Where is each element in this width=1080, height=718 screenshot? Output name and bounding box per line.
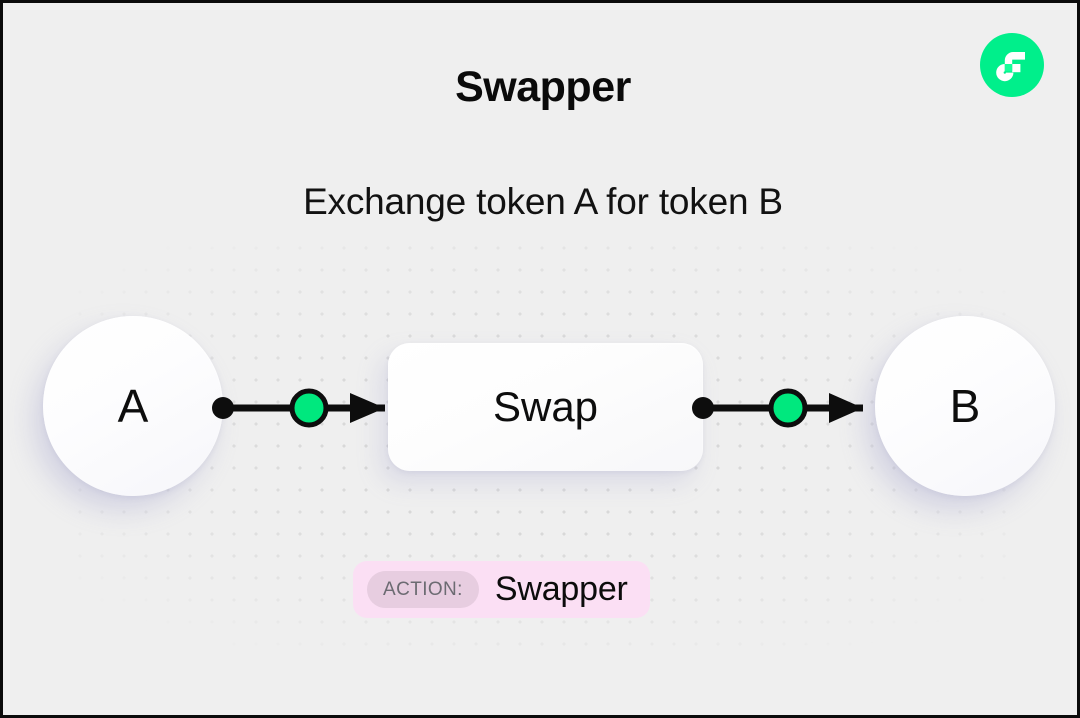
edge-a-arrowhead xyxy=(350,393,385,423)
swap-node-label: Swap xyxy=(492,383,599,430)
edge-b-source-port[interactable] xyxy=(692,397,714,419)
edge-swap-to-b[interactable] xyxy=(692,388,863,428)
edge-a-mid-node[interactable] xyxy=(289,388,329,428)
edge-layer xyxy=(212,388,863,428)
action-badge: ACTION: Swapper xyxy=(353,561,650,618)
page-subtitle: Exchange token A for token B xyxy=(303,181,783,222)
token-node-a-label: A xyxy=(117,380,149,432)
page-title: Swapper xyxy=(455,63,631,111)
action-badge-chip: ACTION: xyxy=(367,571,479,608)
token-node-a[interactable]: A xyxy=(43,316,223,496)
edge-b-mid-node[interactable] xyxy=(768,388,808,428)
edge-a-source-port[interactable] xyxy=(212,397,234,419)
edge-a-to-swap[interactable] xyxy=(212,388,385,428)
token-node-b-label: B xyxy=(949,380,981,432)
flow-logo-icon xyxy=(980,33,1044,97)
edge-b-arrowhead xyxy=(829,393,863,423)
token-node-b[interactable]: B xyxy=(875,316,1055,496)
action-badge-value: Swapper xyxy=(494,570,628,608)
swap-node[interactable]: Swap xyxy=(388,343,703,471)
